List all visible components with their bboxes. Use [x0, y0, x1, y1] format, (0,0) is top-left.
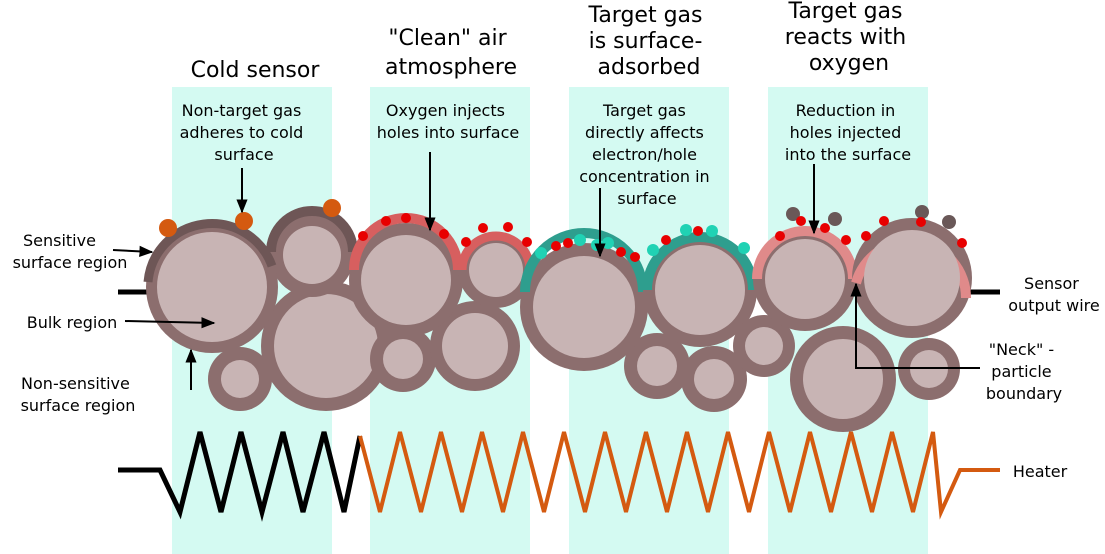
target-gas-molecule: [574, 234, 586, 246]
particle-bulk: [637, 346, 677, 386]
particle-bulk: [655, 245, 745, 335]
oxygen-dot: [820, 223, 830, 233]
particles-target-reacts: [733, 205, 972, 432]
oxygen-dot: [522, 237, 532, 247]
particles-target-adsorbed: [520, 224, 758, 412]
particle-bulk: [694, 359, 734, 399]
label-sensitive-surface-region: Sensitive surface region: [13, 231, 128, 272]
oxygen-dot: [693, 226, 703, 236]
target-gas-molecule: [680, 224, 692, 236]
oxygen-dot: [503, 222, 513, 232]
sensitive-surface-arc: [752, 226, 858, 280]
column-note-1: Non-target gas adheres to cold surface: [180, 101, 309, 164]
label-neck-particle-boundary: "Neck" - particle boundary: [986, 340, 1062, 403]
target-gas-molecule: [738, 242, 750, 254]
oxygen-dot: [551, 241, 561, 251]
sensitive-surface-arc: [520, 228, 648, 293]
oxygen-dot: [841, 235, 851, 245]
particle-bulk: [157, 232, 267, 342]
particle-bulk: [383, 339, 423, 379]
particles-cold-sensor: [143, 199, 391, 411]
column-title-4: Target gas reacts with oxygen: [785, 0, 913, 76]
heater-coil-cold: [118, 431, 363, 522]
particle-bulk: [469, 243, 523, 297]
oxygen-dot: [796, 216, 806, 226]
oxygen-dot: [616, 247, 626, 257]
particles-clean-air: [349, 213, 535, 392]
target-gas-molecule: [647, 244, 659, 256]
particle-bulk: [864, 230, 960, 326]
particle-bulk: [361, 235, 451, 325]
particle-bulk: [533, 256, 635, 358]
arrow-sensitive-surface: [112, 245, 154, 257]
particle-bulk: [221, 360, 259, 398]
oxygen-dot: [661, 235, 671, 245]
non-target-gas-molecule: [323, 199, 341, 217]
reacted-molecule: [915, 205, 929, 219]
oxygen-dot: [630, 252, 640, 262]
sensitive-surface-arc: [642, 232, 758, 291]
reacted-molecule: [786, 207, 800, 221]
oxygen-dot: [381, 216, 391, 226]
label-non-sensitive-surface-region: Non-sensitive surface region: [21, 374, 136, 415]
particle-bulk: [283, 226, 341, 284]
oxygen-dot: [461, 237, 471, 247]
oxygen-dot: [916, 217, 926, 227]
oxygen-dot: [478, 223, 488, 233]
reacted-molecule: [942, 215, 956, 229]
oxygen-dot: [879, 216, 889, 226]
particle-bulk: [803, 339, 883, 419]
column-note-4: Reduction in holes injected into the sur…: [785, 101, 911, 164]
target-gas-molecule: [706, 225, 718, 237]
particle-bulk: [745, 327, 783, 365]
oxygen-dot: [358, 231, 368, 241]
particle-bulk: [765, 239, 845, 319]
oxygen-dot: [439, 229, 449, 239]
label-heater: Heater: [1013, 462, 1068, 481]
column-title-3: Target gas is surface- adsorbed: [588, 3, 710, 80]
target-gas-molecule: [602, 237, 614, 249]
oxygen-dot: [957, 238, 967, 248]
label-sensor-output-wire: Sensor output wire: [1008, 274, 1099, 315]
arrow-neck: [850, 282, 980, 369]
column-note-2: Oxygen injects holes into surface: [377, 101, 520, 142]
heater-coil-hot: [358, 431, 1000, 520]
oxygen-dot: [401, 213, 411, 223]
column-note-3: Target gas directly affects electron/hol…: [579, 101, 715, 208]
target-gas-molecule: [535, 247, 547, 259]
sensitive-surface-arc: [457, 231, 535, 271]
target-gas-molecule: [591, 239, 603, 251]
column-title-2: "Clean" air atmosphere: [385, 26, 517, 80]
oxygen-dot: [861, 231, 871, 241]
non-target-gas-molecule: [159, 219, 177, 237]
arrow-bulk-region: [124, 317, 216, 329]
sensitive-surface-arc: [143, 219, 277, 283]
sensitive-surface-arc: [266, 206, 358, 253]
non-target-gas-molecule: [235, 212, 253, 230]
label-bulk-region: Bulk region: [27, 313, 118, 332]
oxygen-dot: [563, 238, 573, 248]
particle-bulk: [442, 313, 508, 379]
reacted-molecule: [828, 212, 842, 226]
particle-bulk: [274, 294, 378, 398]
oxygen-dot: [775, 231, 785, 241]
column-title-1: Cold sensor: [191, 58, 321, 83]
